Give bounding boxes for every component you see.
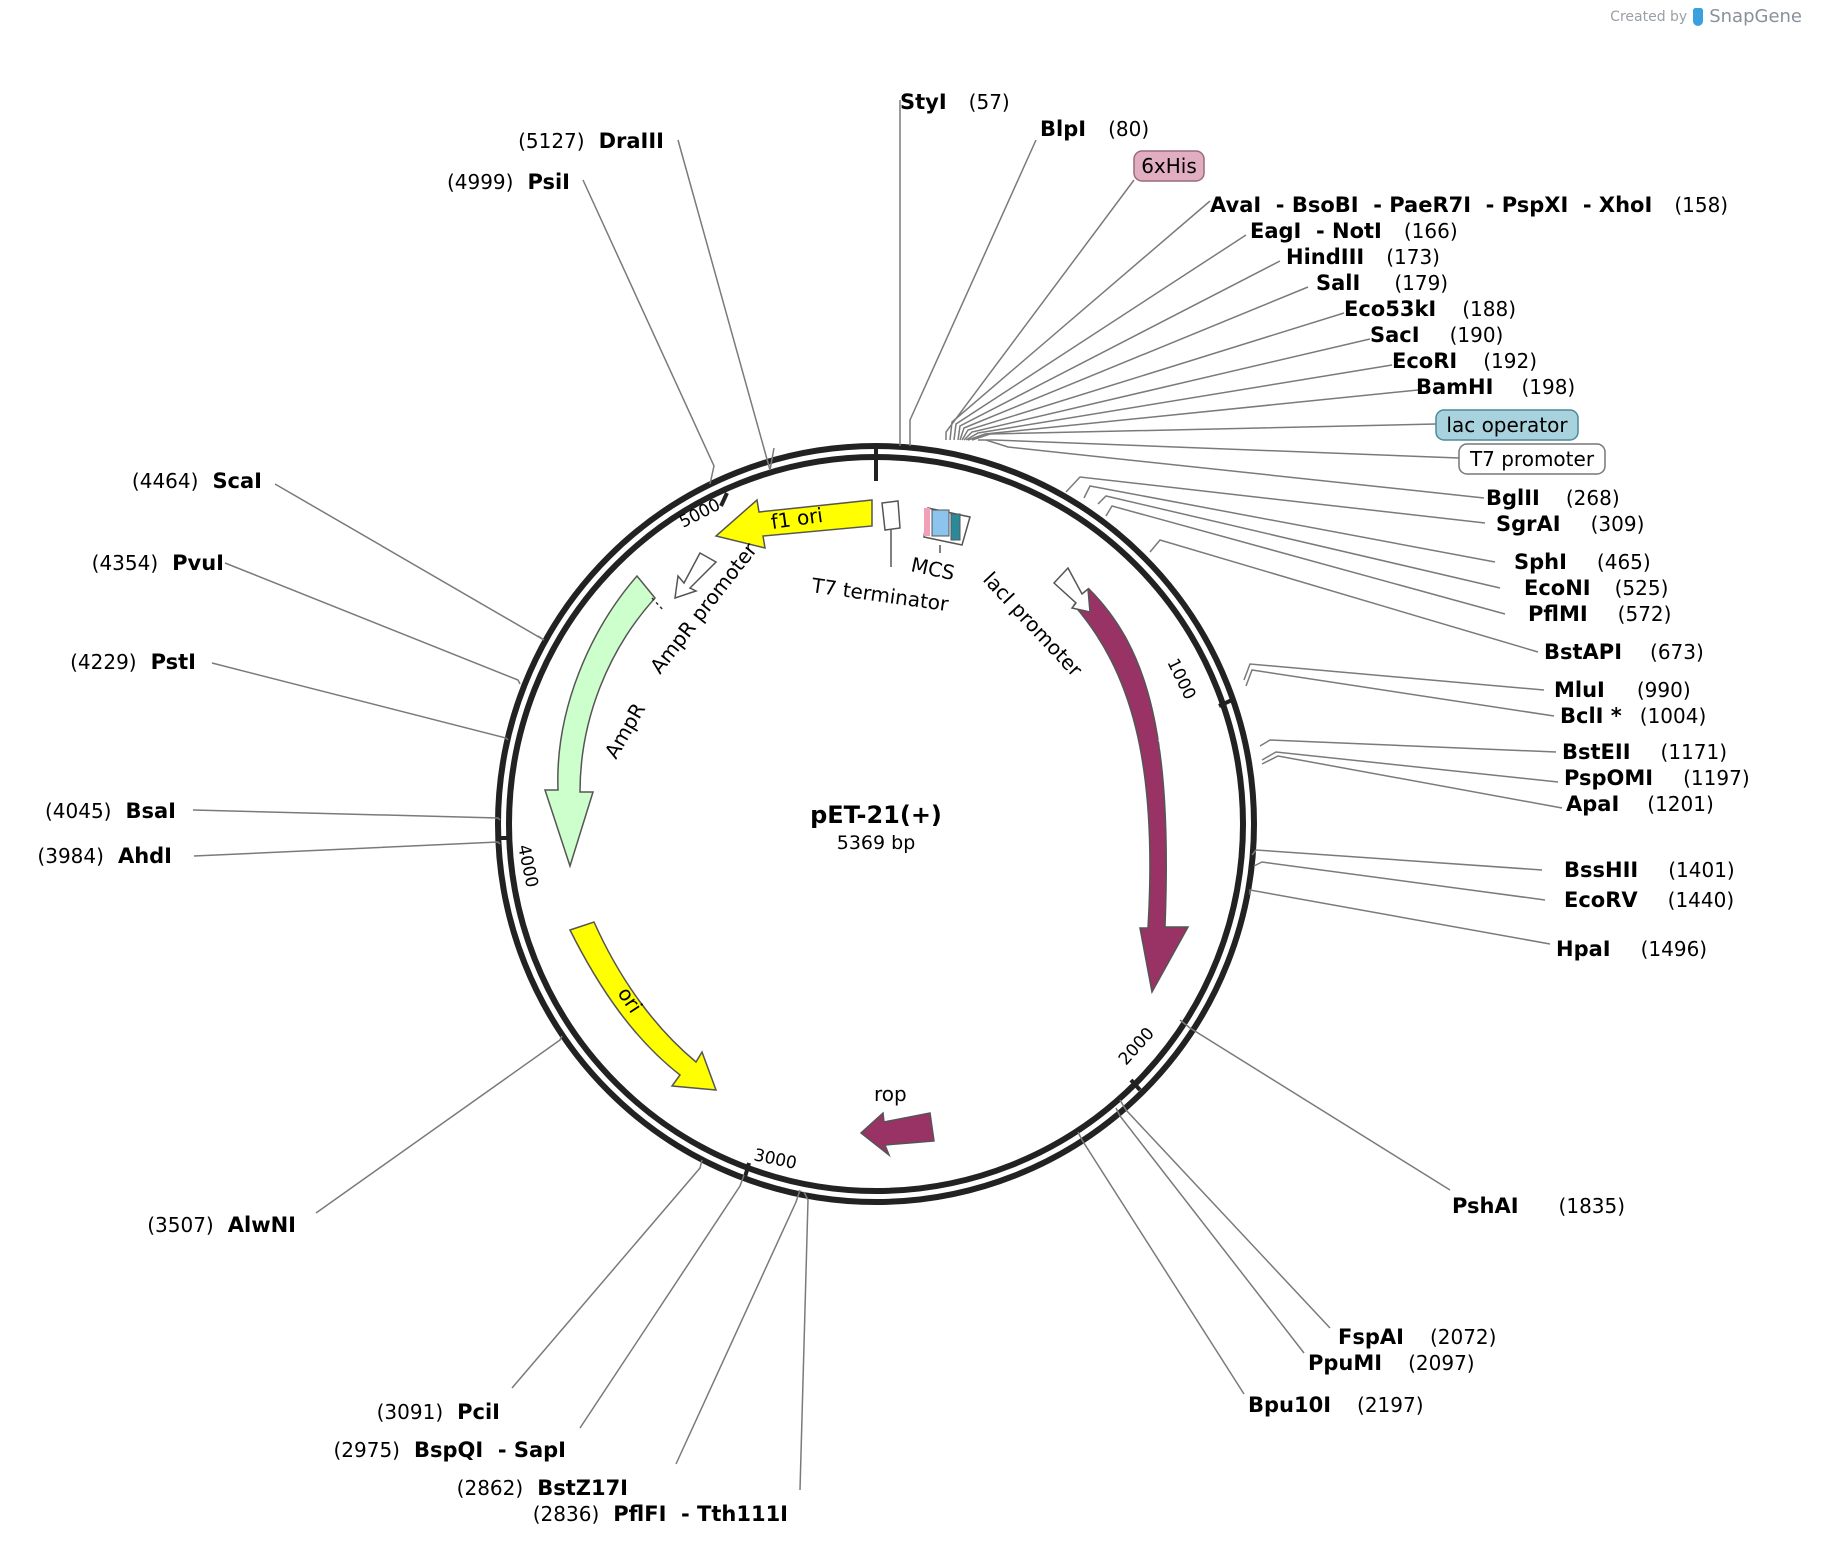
site-label: EcoRV(1440) [1564, 888, 1734, 912]
site-label: BlpI(80) [1040, 117, 1149, 141]
tag-lac-operator-text: lac operator [1446, 413, 1568, 437]
feature-ampr: AmpR [543, 574, 665, 869]
tag-6xhis: 6xHis [1133, 150, 1205, 182]
mcs-pink-segment [924, 508, 930, 536]
feature-ampr-promoter: AmpR promoter [645, 537, 762, 678]
plasmid-name: pET-21(+) [810, 801, 942, 829]
site-label: AvaI - BsoBI - PaeR7I - PspXI - XhoI(158… [1210, 193, 1728, 217]
site-label: (4999)PsiI [447, 170, 570, 194]
created-by-text: Created by [1610, 8, 1688, 25]
site-label: EcoRI(192) [1392, 349, 1537, 373]
site-label: (5127)DraIII [518, 129, 664, 153]
feature-ori: ori [568, 921, 718, 1091]
site-label: Eco53kI(188) [1344, 297, 1516, 321]
site-label: (4045)BsaI [45, 799, 176, 823]
site-label: SalI(179) [1316, 271, 1448, 295]
mcs-his-segment [931, 509, 950, 537]
tag-lac-operator: lac operator [1435, 409, 1579, 441]
sites-left: (5127)DraIII (4999)PsiI (4464)ScaI (4354… [37, 129, 788, 1526]
site-label: (3091)PciI [377, 1400, 500, 1424]
feature-mcs: MCS [909, 507, 971, 585]
site-label: PshAI(1835) [1452, 1194, 1625, 1218]
site-label: EagI - NotI(166) [1250, 219, 1458, 243]
site-label: StyI(57) [900, 90, 1010, 114]
snapgene-logo-icon [1693, 7, 1704, 26]
tag-t7-promoter: T7 promoter [1458, 443, 1606, 475]
site-label: (2836)PflFI - Tth111I [533, 1502, 788, 1526]
sites-right: StyI(57) BlpI(80) AvaI - BsoBI - PaeR7I … [900, 90, 1750, 1417]
site-label: EcoNI(525) [1524, 576, 1668, 600]
site-label: PflMI(572) [1528, 602, 1671, 626]
tick-1000 [1218, 698, 1233, 708]
feature-rop: rop [859, 1082, 935, 1158]
site-label: BssHII(1401) [1564, 858, 1735, 882]
site-label: BstAPI(673) [1544, 640, 1704, 664]
site-label: FspAI(2072) [1338, 1325, 1496, 1349]
feature-laci-promoter: lacI promoter [978, 566, 1091, 682]
site-label: PpuMI(2097) [1308, 1351, 1475, 1375]
site-label: (2862)BstZ17I [457, 1476, 628, 1500]
tick-marks [498, 446, 1233, 1178]
feature-label-ampr: AmpR [600, 699, 651, 763]
tag-6xhis-text: 6xHis [1141, 154, 1197, 178]
site-label: HpaI(1496) [1556, 937, 1707, 961]
site-label: MluI(990) [1554, 678, 1691, 702]
site-label: (4464)ScaI [132, 469, 262, 493]
site-label: SgrAI(309) [1496, 512, 1644, 536]
site-label: HindIII(173) [1286, 245, 1440, 269]
site-label: BstEII(1171) [1562, 740, 1727, 764]
tick-2000 [1129, 1078, 1142, 1092]
site-label: (3984)AhdI [37, 844, 172, 868]
site-label: ApaI(1201) [1566, 792, 1714, 816]
site-label: SacI(190) [1370, 323, 1503, 347]
site-label: (2975)BspQI - SapI [333, 1438, 566, 1462]
tick-label-4000: 4000 [513, 843, 542, 889]
snapgene-watermark: Created by SnapGene [1610, 6, 1802, 27]
site-label: SphI(465) [1514, 550, 1651, 574]
tag-t7-promoter-text: T7 promoter [1469, 447, 1595, 471]
leader-lines [192, 100, 1563, 1491]
feature-label-rop: rop [874, 1082, 907, 1106]
site-label: BamHI(198) [1416, 375, 1575, 399]
tick-label-1000: 1000 [1163, 655, 1200, 703]
feature-label-mcs: MCS [909, 552, 957, 585]
site-label: (3507)AlwNI [147, 1213, 296, 1237]
tick-5000 [719, 492, 729, 507]
plasmid-length: 5369 bp [837, 832, 916, 854]
feature-laci: lacI [1072, 587, 1190, 995]
site-label: BclI *(1004) [1560, 704, 1706, 728]
tick-3000 [743, 1162, 751, 1178]
site-label: (4354)PvuI [92, 551, 224, 575]
mcs-lac-segment [950, 513, 961, 541]
site-label: (4229)PstI [70, 650, 196, 674]
site-label: Bpu10I(2197) [1248, 1393, 1424, 1417]
feature-f1-ori: f1 ori [714, 498, 873, 549]
snapgene-brand: SnapGene [1709, 6, 1802, 27]
site-label: BglII(268) [1486, 486, 1620, 510]
site-label: PspOMI(1197) [1564, 766, 1750, 790]
